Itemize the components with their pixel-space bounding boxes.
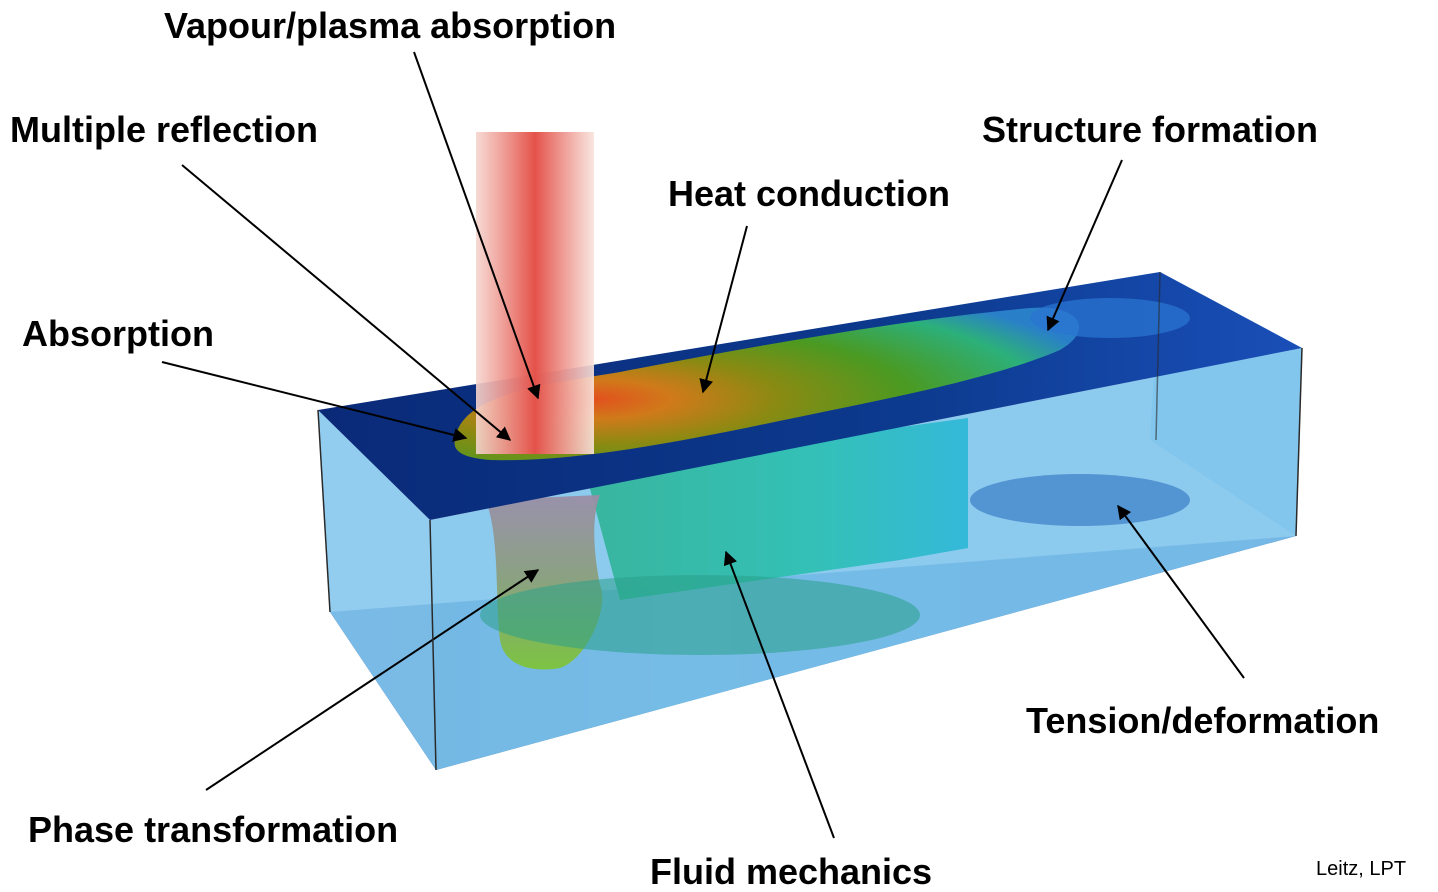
annotation-arrows bbox=[161, 51, 1245, 839]
arrow-multiple-reflection bbox=[181, 164, 512, 441]
arrow-structure-formation bbox=[1046, 159, 1123, 332]
arrow-heat-conduction bbox=[699, 225, 748, 394]
label-tension-deformation: Tension/deformation bbox=[1026, 700, 1380, 741]
label-multiple-reflection: Multiple reflection bbox=[10, 109, 319, 150]
label-absorption: Absorption bbox=[22, 313, 214, 354]
arrow-absorption bbox=[161, 361, 468, 442]
label-structure-formation: Structure formation bbox=[982, 109, 1319, 150]
laser-beam bbox=[476, 132, 594, 454]
solidified-bottom-track bbox=[480, 575, 920, 655]
arrow-vapour bbox=[413, 51, 541, 400]
label-vapour-plasma-absorption: Vapour/plasma absorption bbox=[164, 5, 617, 46]
structure-pattern-top bbox=[1030, 298, 1190, 338]
arrow-tension-deformation bbox=[1117, 504, 1245, 679]
label-heat-conduction: Heat conduction bbox=[668, 173, 951, 214]
box-front-wall bbox=[318, 410, 436, 770]
melt-pool bbox=[454, 307, 1080, 461]
label-phase-transformation: Phase transformation bbox=[28, 809, 399, 850]
box-edges bbox=[317, 271, 1303, 771]
image-credit: Leitz, LPT bbox=[1316, 858, 1407, 880]
arrow-phase-transformation bbox=[205, 569, 540, 791]
label-fluid-mechanics: Fluid mechanics bbox=[650, 851, 933, 892]
arrow-fluid-mechanics bbox=[723, 550, 835, 839]
bottom-structure-pattern bbox=[970, 474, 1190, 526]
